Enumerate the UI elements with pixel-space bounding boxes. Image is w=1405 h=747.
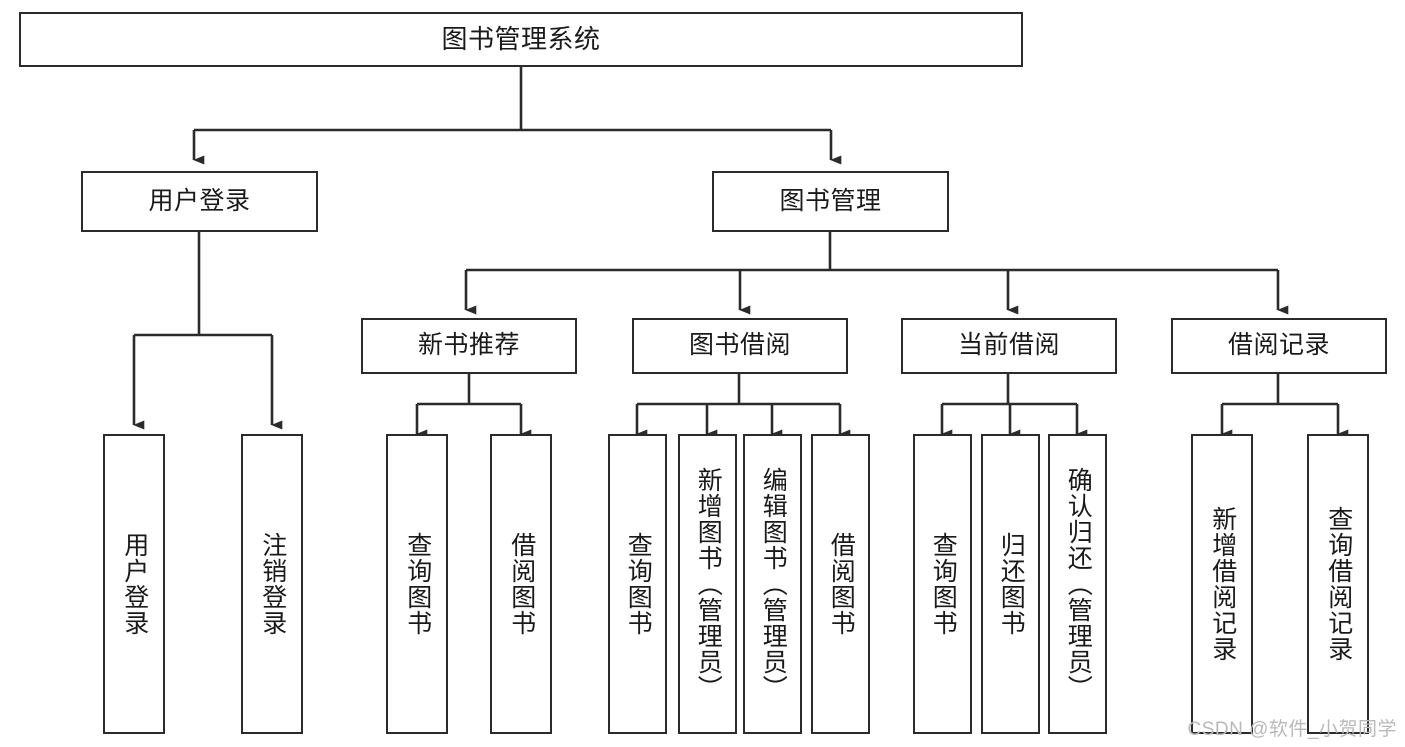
- node-new-book-recommend[interactable]: 新书推荐: [361, 318, 577, 374]
- node-borrow-record[interactable]: 借阅记录: [1171, 318, 1387, 374]
- leaf-edit-book-admin[interactable]: 编辑图书（管理员）: [743, 434, 802, 734]
- leaf-add-borrow-record[interactable]: 新增借阅记录: [1191, 434, 1253, 734]
- node-label: 新增借阅记录: [1208, 506, 1237, 662]
- leaf-query-borrow-record[interactable]: 查询借阅记录: [1307, 434, 1369, 734]
- node-label: 新书推荐: [417, 331, 520, 360]
- node-current-borrow[interactable]: 当前借阅: [901, 318, 1117, 374]
- leaf-borrow-book-borrow[interactable]: 借阅图书: [811, 434, 870, 734]
- node-label: 借阅图书: [827, 532, 856, 636]
- node-book-management[interactable]: 图书管理: [712, 171, 949, 232]
- node-label: 当前借阅: [957, 331, 1060, 360]
- node-label: 查询图书: [929, 532, 958, 636]
- leaf-add-book-admin[interactable]: 新增图书（管理员）: [678, 434, 737, 734]
- node-root-book-management-system[interactable]: 图书管理系统: [19, 12, 1023, 67]
- node-label: 编辑图书（管理员）: [759, 467, 788, 701]
- leaf-borrow-book-new-recommend[interactable]: 借阅图书: [490, 434, 552, 734]
- node-label: 图书借阅: [688, 331, 791, 360]
- leaf-return-book[interactable]: 归还图书: [981, 434, 1040, 734]
- node-label: 借阅图书: [507, 532, 536, 636]
- node-label: 用户登录: [120, 532, 149, 636]
- node-label: 注销登录: [258, 532, 287, 636]
- node-label: 查询借阅记录: [1324, 506, 1353, 662]
- node-label: 图书管理系统: [441, 24, 601, 55]
- node-label: 借阅记录: [1227, 331, 1330, 360]
- node-label: 图书管理: [779, 186, 882, 215]
- node-label: 归还图书: [997, 532, 1026, 636]
- node-user-login[interactable]: 用户登录: [81, 171, 318, 232]
- node-book-borrow[interactable]: 图书借阅: [632, 318, 848, 374]
- node-label: 查询图书: [624, 532, 653, 636]
- node-label: 确认归还（管理员）: [1064, 467, 1093, 701]
- node-label: 新增图书（管理员）: [694, 467, 723, 701]
- leaf-user-login[interactable]: 用户登录: [103, 434, 165, 734]
- leaf-query-book-borrow[interactable]: 查询图书: [608, 434, 667, 734]
- node-label: 查询图书: [403, 532, 432, 636]
- leaf-confirm-return-admin[interactable]: 确认归还（管理员）: [1048, 434, 1107, 734]
- node-label: 用户登录: [148, 186, 251, 215]
- leaf-query-book-current[interactable]: 查询图书: [913, 434, 972, 734]
- leaf-query-book-new-recommend[interactable]: 查询图书: [386, 434, 448, 734]
- leaf-logout-login[interactable]: 注销登录: [241, 434, 303, 734]
